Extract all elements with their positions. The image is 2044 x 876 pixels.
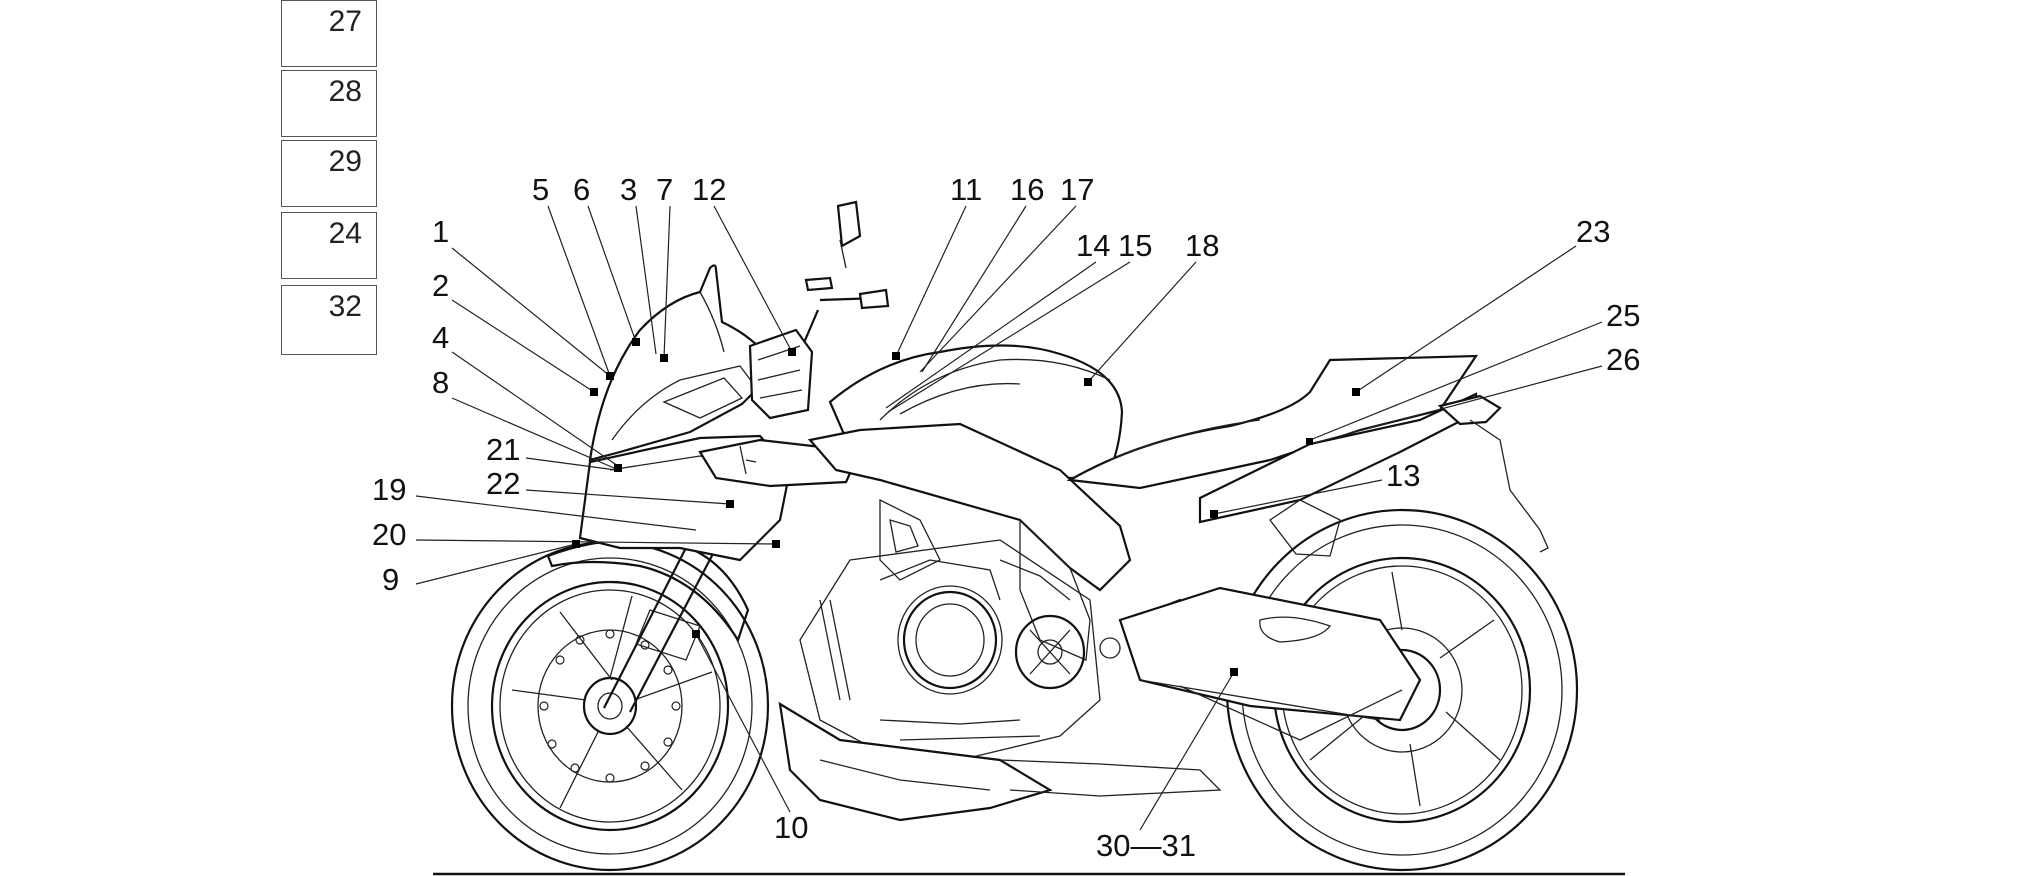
callout-25: 25 <box>1606 298 1640 333</box>
callout-8: 8 <box>432 365 449 400</box>
callout-3: 3 <box>620 172 637 207</box>
legend-box-label: 32 <box>328 290 362 323</box>
callout-26: 26 <box>1606 342 1640 377</box>
callout-15: 15 <box>1118 228 1152 263</box>
mirror-handlebar <box>748 200 890 420</box>
legend-box-29: 29 <box>281 140 377 207</box>
callout-13: 13 <box>1386 458 1420 493</box>
callout-18: 18 <box>1185 228 1219 263</box>
brake-disc-holes <box>539 629 681 783</box>
callout-16: 16 <box>1010 172 1044 207</box>
callout-2: 2 <box>432 268 449 303</box>
legend-box-32: 32 <box>281 285 377 355</box>
callout-10: 10 <box>774 810 808 845</box>
callout-7: 7 <box>656 172 673 207</box>
legend-box-label: 27 <box>328 5 362 38</box>
callout-22: 22 <box>486 466 520 501</box>
callout-19: 19 <box>372 472 406 507</box>
callout-23: 23 <box>1576 214 1610 249</box>
engine <box>799 539 1101 761</box>
legend-box-label: 24 <box>328 217 362 250</box>
callout-4: 4 <box>432 320 449 355</box>
decal-markers <box>572 338 1360 676</box>
frame <box>807 422 1132 661</box>
callout-30-31: 30—31 <box>1096 828 1196 863</box>
seat-tail <box>1066 354 1549 557</box>
legend-box-27: 27 <box>281 0 377 67</box>
callout-5: 5 <box>532 172 549 207</box>
front-fairing <box>578 264 858 562</box>
callout-6: 6 <box>573 172 590 207</box>
legend-box-label: 29 <box>328 145 362 178</box>
legend-box-24: 24 <box>281 212 377 279</box>
leader-lines <box>415 205 1603 831</box>
callout-20: 20 <box>372 517 406 552</box>
callout-1: 1 <box>432 214 449 249</box>
callout-17: 17 <box>1060 172 1094 207</box>
legend-box-label: 28 <box>328 75 362 108</box>
front-wheel <box>450 540 770 872</box>
callout-11: 11 <box>950 172 982 207</box>
callout-14: 14 <box>1076 228 1110 263</box>
callout-12: 12 <box>692 172 726 207</box>
callout-21: 21 <box>486 432 520 467</box>
swingarm <box>1118 586 1422 741</box>
legend-box-28: 28 <box>281 70 377 137</box>
belly-pan <box>778 701 1053 822</box>
callout-9: 9 <box>382 562 399 597</box>
